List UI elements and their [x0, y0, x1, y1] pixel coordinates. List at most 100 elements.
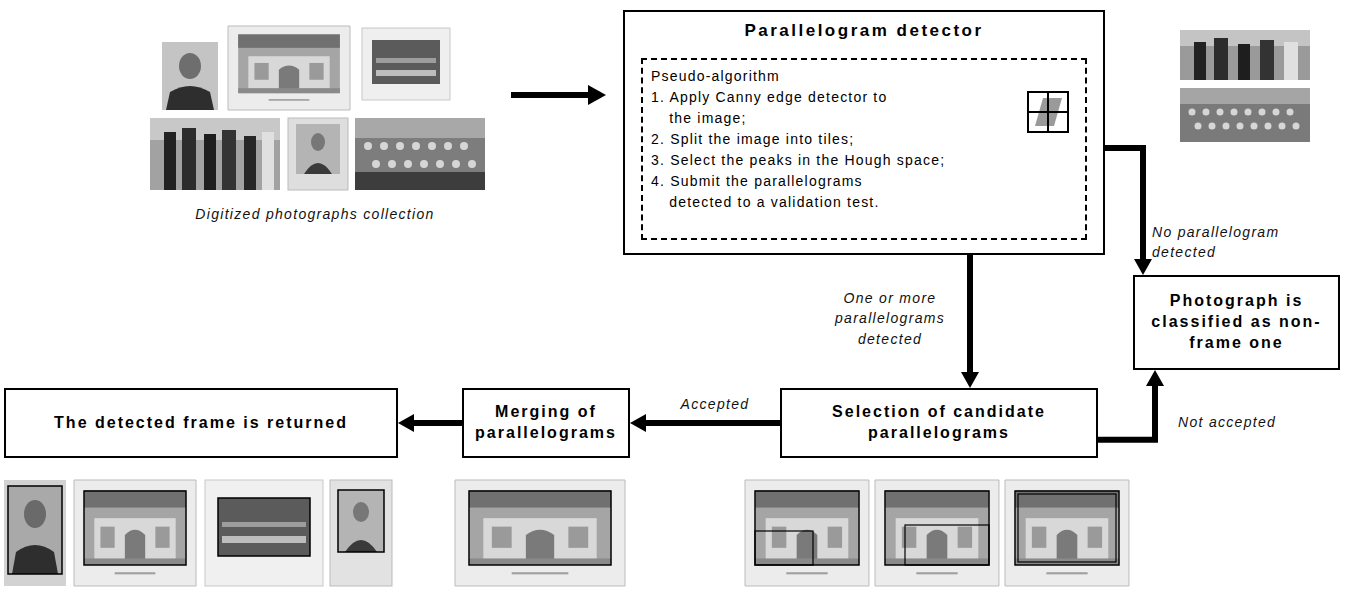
result-photos	[74, 480, 196, 586]
non-frame-photos	[1189, 109, 1196, 116]
candidate-photos	[1015, 491, 1119, 565]
candidate-photos	[745, 480, 1129, 586]
node-title: Pseudo-algorithm	[651, 66, 780, 87]
edge-label: One or more parallelograms detected	[820, 288, 960, 349]
non-frame-photos	[1194, 42, 1206, 80]
candidate-photos	[905, 525, 989, 565]
algorithm-step: 3. Select the peaks in the Hough space;	[651, 150, 945, 171]
merged-photo	[455, 480, 625, 586]
result-photos	[8, 486, 62, 574]
result-photos	[345, 540, 377, 552]
node-title: Merging of parallelograms	[472, 402, 620, 444]
grid-icon	[1028, 111, 1068, 113]
photo-collection	[468, 160, 476, 168]
photo-collection	[179, 53, 201, 79]
photo-collection	[228, 26, 350, 110]
edge-label: Not accepted	[1178, 412, 1338, 432]
flow-arrow	[1105, 148, 1143, 259]
candidate-photos	[1005, 480, 1129, 586]
flow-arrow	[646, 420, 780, 426]
photo-collection	[304, 163, 332, 174]
photo-collection	[164, 132, 176, 190]
photo-collection	[311, 133, 325, 151]
node-title: Photograph is classified as non-frame on…	[1143, 291, 1330, 353]
non-frame-photos	[1237, 123, 1244, 130]
photo-collection	[380, 142, 388, 150]
input-arrow	[511, 92, 588, 98]
photo-collection	[452, 160, 460, 168]
node-title: The detected frame is returned	[54, 413, 348, 434]
photo-collection	[355, 118, 485, 138]
result-photos	[222, 522, 306, 527]
result-photos	[84, 491, 186, 565]
non-frame-photos	[1223, 123, 1230, 130]
photo-collection	[436, 160, 444, 168]
candidate-photos	[745, 480, 869, 586]
algorithm-step: 2. Split the image into tiles;	[651, 129, 854, 150]
result-photos	[4, 480, 392, 586]
photo-collection	[355, 172, 485, 190]
algorithm-step: 4. Submit the parallelograms detected to…	[651, 171, 919, 213]
non-frame-photos	[1203, 109, 1210, 116]
candidate-photos	[755, 491, 859, 565]
photo-collection	[182, 128, 196, 190]
photo-collection	[364, 142, 476, 168]
flow-arrow	[1098, 386, 1155, 440]
non-frame-photos	[1189, 109, 1300, 130]
photo-collection	[376, 58, 436, 63]
photo-collection	[244, 136, 256, 190]
edge-label: No parallelogram detected	[1152, 222, 1292, 263]
photo-collection	[162, 42, 218, 110]
result-photos	[338, 490, 384, 552]
process-box: Merging of parallelograms	[462, 388, 630, 458]
process-box: Selection of candidate parallelograms	[780, 388, 1098, 458]
non-frame-photos	[1251, 123, 1258, 130]
result-photos	[338, 490, 384, 552]
photo-collection	[460, 142, 468, 150]
non-frame-photos	[1180, 88, 1310, 142]
edge-label: Accepted	[660, 394, 770, 414]
candidate-photos	[1018, 494, 1116, 562]
result-photos	[4, 480, 66, 586]
non-frame-photos	[1279, 123, 1286, 130]
result-photos	[330, 480, 392, 586]
flow-arrow	[967, 255, 973, 372]
merged-photo	[469, 491, 611, 565]
photo-collection	[288, 118, 348, 190]
merged-photo	[455, 480, 625, 586]
non-frame-photos	[1214, 38, 1228, 80]
pseudo-algorithm-box: Pseudo-algorithm1. Apply Canny edge dete…	[641, 58, 1087, 240]
result-photos	[218, 498, 310, 556]
grid-icon	[1028, 92, 1068, 132]
non-frame-photos	[1265, 123, 1272, 130]
non-frame-photos	[1273, 109, 1280, 116]
grid-icon	[1028, 92, 1068, 132]
result-photos	[222, 536, 306, 543]
photo-collection	[396, 142, 404, 150]
photo-collection	[222, 130, 236, 190]
photo-collection	[364, 142, 372, 150]
result-box: The detected frame is returned	[4, 388, 398, 458]
non-frame-photos	[1180, 88, 1310, 104]
result-box: Photograph is classified as non-frame on…	[1133, 275, 1340, 370]
result-photos	[8, 486, 62, 574]
non-frame-photos	[1238, 44, 1250, 80]
photo-collection	[166, 86, 214, 110]
photo-collection	[362, 28, 450, 100]
node-title: Parallelogram detector	[744, 20, 983, 42]
photo-collection	[372, 40, 440, 84]
non-frame-photos	[1180, 30, 1310, 142]
photo-collection	[262, 132, 274, 190]
non-frame-photos	[1287, 109, 1294, 116]
non-frame-photos	[1180, 30, 1310, 80]
flow-arrow	[414, 420, 462, 426]
photo-collection	[412, 142, 420, 150]
result-photos	[205, 480, 323, 586]
input-arrow	[511, 85, 606, 105]
non-frame-photos	[1209, 123, 1216, 130]
result-photos	[24, 500, 46, 528]
photo-collection	[204, 134, 216, 190]
non-frame-photos	[1245, 109, 1252, 116]
non-frame-photos	[1259, 109, 1266, 116]
